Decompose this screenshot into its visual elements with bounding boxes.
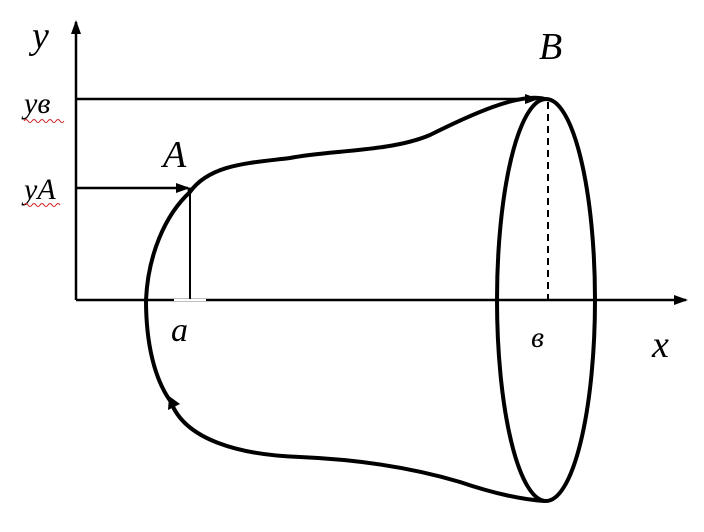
x-axis-label: x bbox=[651, 324, 669, 366]
tick-b-label: в bbox=[531, 321, 544, 354]
point-a-label: A bbox=[160, 134, 187, 176]
y-axis-label: y bbox=[28, 15, 49, 57]
direction-arrow-icon bbox=[168, 396, 180, 410]
end-ellipse bbox=[495, 97, 597, 503]
tick-a-label: a bbox=[171, 312, 188, 349]
y-b-label: yв bbox=[21, 87, 50, 120]
y-a-label: yA bbox=[21, 173, 56, 206]
y-a-spell-underline bbox=[23, 203, 61, 207]
point-b-label: B bbox=[539, 26, 562, 68]
surface-outline bbox=[143, 95, 546, 503]
point-a-marker bbox=[187, 187, 193, 193]
y-b-spell-underline bbox=[23, 119, 65, 123]
